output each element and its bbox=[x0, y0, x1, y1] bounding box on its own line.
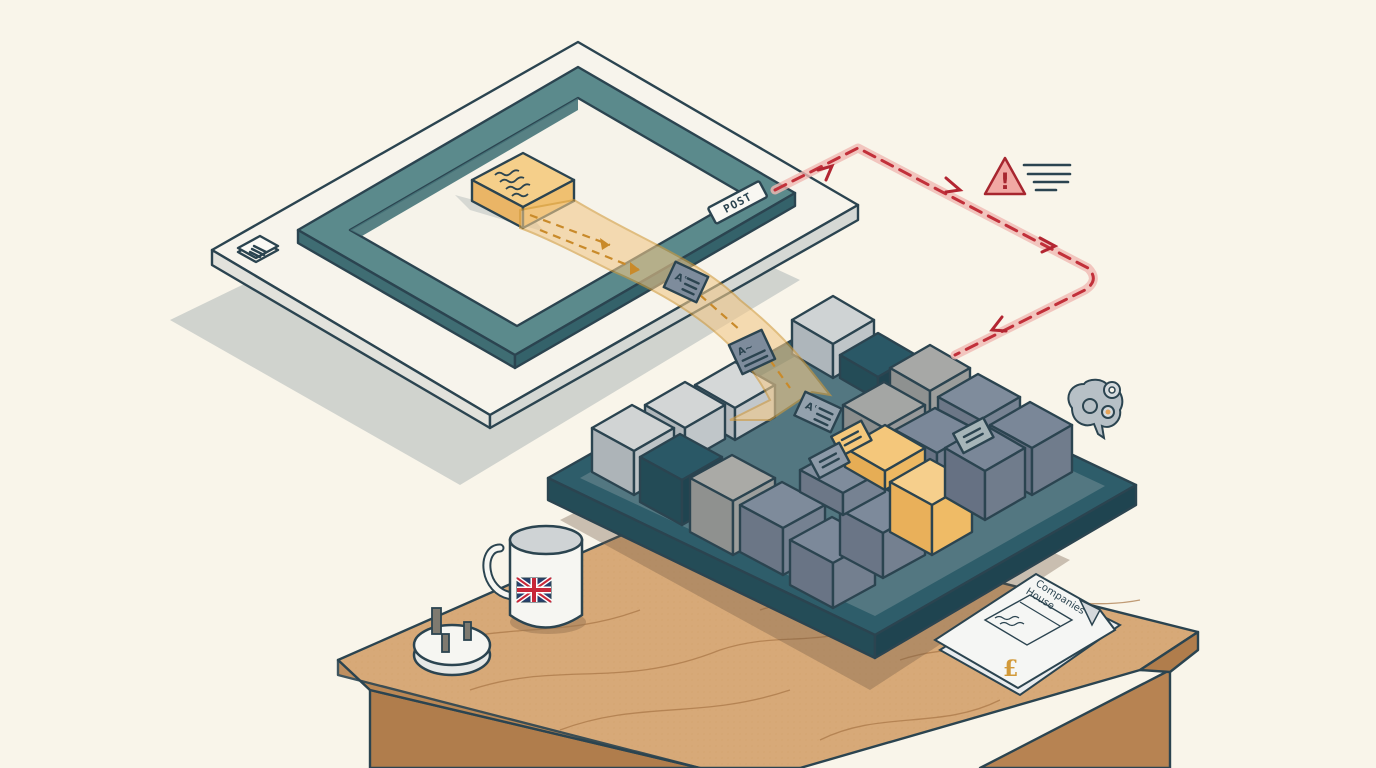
documents-icon bbox=[236, 234, 280, 264]
arrow-icon bbox=[989, 315, 1008, 333]
data-flow-ribbon: Aʿ A~ Aʿ bbox=[519, 198, 843, 434]
warning-triangle-icon: ! bbox=[983, 156, 1027, 196]
storage-grid bbox=[546, 294, 1138, 660]
svg-text:!: ! bbox=[1000, 170, 1010, 195]
svg-text:Aʿ: Aʿ bbox=[673, 271, 688, 286]
union-jack-mug-icon bbox=[482, 524, 586, 634]
arrow-icon bbox=[1038, 236, 1059, 254]
document-card[interactable]: A~ bbox=[727, 328, 777, 376]
error-path bbox=[770, 143, 1098, 360]
uk-plug-icon bbox=[412, 607, 492, 677]
svg-text:£: £ bbox=[1003, 656, 1018, 682]
brain-gears-icon bbox=[1067, 378, 1124, 441]
document-card[interactable]: Aʿ bbox=[793, 390, 843, 434]
arrow-icon bbox=[816, 163, 835, 182]
arrow-icon bbox=[944, 176, 964, 194]
error-message-lines bbox=[1022, 163, 1072, 192]
record-card bbox=[951, 416, 995, 455]
svg-text:Aʿ: Aʿ bbox=[803, 401, 818, 416]
document-card[interactable]: Aʿ bbox=[662, 260, 710, 304]
record-card bbox=[807, 441, 851, 480]
